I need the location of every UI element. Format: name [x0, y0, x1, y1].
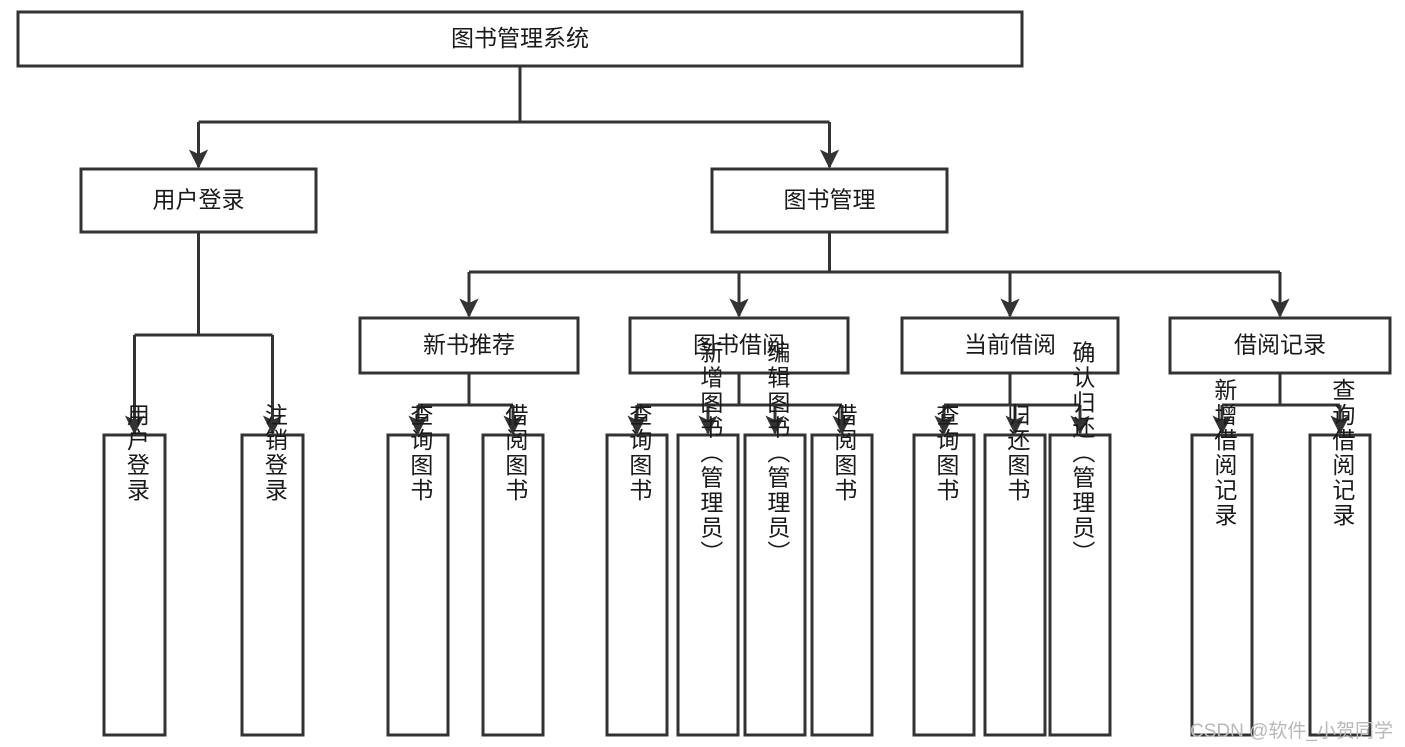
node-bb-borrow-book[interactable]: 借阅图书 [810, 403, 874, 737]
node-label-root: 图书管理系统 [451, 25, 589, 51]
node-box-bb-edit-book[interactable] [743, 433, 807, 737]
node-box-bb-add-book[interactable] [676, 433, 740, 737]
node-cb-confirm-return[interactable]: 确认归还（管理员） [1048, 341, 1112, 737]
node-box-nbr-query-book[interactable] [386, 433, 450, 737]
node-box-br-add-record[interactable] [1190, 433, 1254, 737]
node-label-nbr-query-book: 查询图书 [407, 403, 434, 503]
node-book-borrow[interactable]: 图书借阅 [628, 316, 850, 375]
node-label-cb-query-book: 查询图书 [933, 403, 960, 503]
node-label-bb-add-book: 新增图书（管理员） [697, 341, 724, 566]
node-nbr-query-book[interactable]: 查询图书 [386, 403, 450, 737]
node-nbr-borrow-book[interactable]: 借阅图书 [481, 403, 545, 737]
node-label-book-management: 图书管理 [784, 187, 876, 213]
node-label-bb-query-book: 查询图书 [626, 403, 653, 503]
node-box-borrow-records[interactable] [1168, 316, 1392, 375]
node-book-management[interactable]: 图书管理 [710, 167, 949, 234]
node-label-bb-edit-book: 编辑图书（管理员） [764, 341, 791, 566]
node-br-add-record[interactable]: 新增借阅记录 [1190, 378, 1254, 737]
node-bb-query-book[interactable]: 查询图书 [605, 403, 669, 737]
node-label-new-book-recommend: 新书推荐 [423, 332, 515, 358]
node-label-br-query-record: 查询借阅记录 [1329, 378, 1356, 528]
node-leaf-user-login[interactable]: 用户登录 [102, 403, 167, 737]
node-root[interactable]: 图书管理系统 [16, 10, 1024, 68]
node-box-cb-confirm-return[interactable] [1048, 433, 1112, 737]
node-boxes: 图书管理系统用户登录用户登录注销登录图书管理新书推荐查询图书借阅图书图书借阅查询… [16, 10, 1392, 737]
node-box-new-book-recommend[interactable] [358, 316, 580, 375]
node-box-nbr-borrow-book[interactable] [481, 433, 545, 737]
node-box-book-borrow[interactable] [628, 316, 850, 375]
node-label-leaf-logout: 注销登录 [261, 403, 288, 503]
node-label-user-login: 用户登录 [153, 187, 245, 213]
node-label-nbr-borrow-book: 借阅图书 [502, 403, 529, 503]
node-user-login[interactable]: 用户登录 [79, 167, 318, 234]
node-box-bb-borrow-book[interactable] [810, 433, 874, 737]
node-label-cb-return-book: 归还图书 [1004, 403, 1031, 503]
node-box-br-query-record[interactable] [1308, 433, 1372, 737]
node-box-user-login[interactable] [79, 167, 318, 234]
node-borrow-records[interactable]: 借阅记录 [1168, 316, 1392, 375]
node-bb-add-book[interactable]: 新增图书（管理员） [676, 341, 740, 737]
node-cb-return-book[interactable]: 归还图书 [983, 403, 1047, 737]
node-label-bb-borrow-book: 借阅图书 [831, 403, 858, 503]
node-box-current-borrow[interactable] [900, 316, 1120, 375]
node-bb-edit-book[interactable]: 编辑图书（管理员） [743, 341, 807, 737]
node-label-br-add-record: 新增借阅记录 [1211, 378, 1238, 528]
node-box-cb-return-book[interactable] [983, 433, 1047, 737]
node-new-book-recommend[interactable]: 新书推荐 [358, 316, 580, 375]
node-box-cb-query-book[interactable] [912, 433, 976, 737]
node-box-leaf-logout[interactable] [240, 433, 305, 737]
node-cb-query-book[interactable]: 查询图书 [912, 403, 976, 737]
node-label-cb-confirm-return: 确认归还（管理员） [1069, 341, 1096, 566]
node-box-bb-query-book[interactable] [605, 433, 669, 737]
node-box-root[interactable] [16, 10, 1024, 68]
node-box-book-management[interactable] [710, 167, 949, 234]
connector-links [124, 66, 1350, 435]
node-label-current-borrow: 当前借阅 [964, 332, 1056, 358]
node-br-query-record[interactable]: 查询借阅记录 [1308, 378, 1372, 737]
node-current-borrow[interactable]: 当前借阅 [900, 316, 1120, 375]
node-box-leaf-user-login[interactable] [102, 433, 167, 737]
node-label-leaf-user-login: 用户登录 [123, 403, 150, 503]
node-label-borrow-records: 借阅记录 [1234, 332, 1326, 358]
node-label-book-borrow: 图书借阅 [693, 332, 785, 358]
node-leaf-logout[interactable]: 注销登录 [240, 403, 305, 737]
